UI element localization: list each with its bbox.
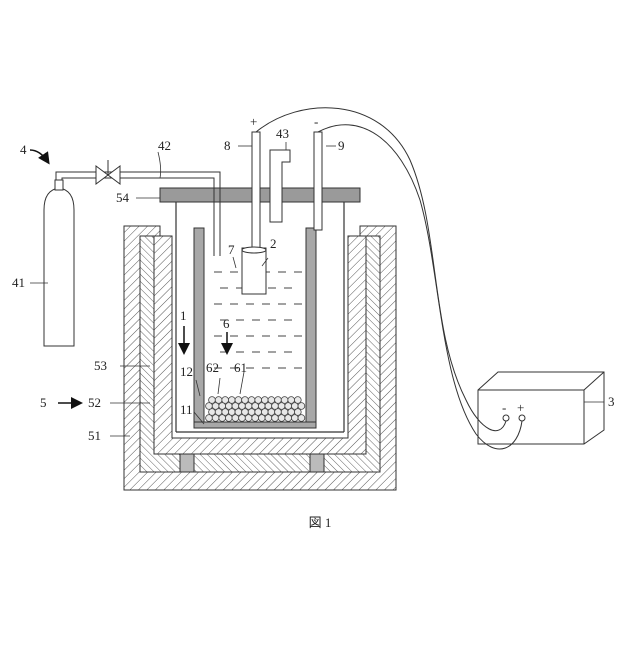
particle bbox=[281, 397, 288, 404]
particle bbox=[294, 397, 301, 404]
particle bbox=[261, 397, 268, 404]
particle bbox=[275, 397, 282, 404]
label-3: 3 bbox=[608, 394, 615, 409]
particle bbox=[248, 397, 255, 404]
particle bbox=[268, 397, 275, 404]
label-8: 8 bbox=[224, 138, 231, 153]
electrode-anode bbox=[242, 132, 266, 294]
label-61: 61 bbox=[234, 360, 247, 375]
label-5: 5 bbox=[40, 395, 47, 410]
gas-cylinder bbox=[44, 180, 74, 346]
particle bbox=[235, 397, 242, 404]
figure-caption: 図 1 bbox=[0, 512, 640, 531]
label-9: 9 bbox=[338, 138, 345, 153]
polarity-supply-neg: - bbox=[502, 400, 506, 415]
particle bbox=[228, 397, 235, 404]
label-12: 12 bbox=[180, 364, 193, 379]
label-11: 11 bbox=[180, 402, 193, 417]
particle bbox=[222, 397, 229, 404]
label-2: 2 bbox=[270, 236, 277, 251]
particle bbox=[255, 397, 262, 404]
label-7: 7 bbox=[228, 242, 235, 257]
label-54: 54 bbox=[116, 190, 130, 205]
label-62: 62 bbox=[206, 360, 219, 375]
label-51: 51 bbox=[88, 428, 101, 443]
particle bbox=[209, 397, 216, 404]
label-4: 4 bbox=[20, 142, 27, 157]
label-43: 43 bbox=[276, 126, 289, 141]
label-52: 52 bbox=[88, 395, 101, 410]
gas-valve-icon[interactable] bbox=[96, 160, 120, 184]
electrode-cathode bbox=[314, 132, 322, 230]
polarity-electrode-9: - bbox=[314, 114, 318, 129]
particle bbox=[288, 397, 295, 404]
particle bbox=[242, 397, 249, 404]
label-41: 41 bbox=[12, 275, 25, 290]
particle bbox=[215, 397, 222, 404]
thermocouple bbox=[270, 150, 290, 222]
support-foot-left bbox=[180, 454, 194, 472]
label-42: 42 bbox=[158, 138, 171, 153]
polarity-supply-pos: + bbox=[517, 400, 524, 415]
label-6: 6 bbox=[223, 316, 230, 331]
label-53: 53 bbox=[94, 358, 107, 373]
particle bbox=[298, 415, 305, 422]
polarity-electrode-8: + bbox=[250, 114, 257, 129]
power-supply bbox=[478, 372, 604, 444]
support-foot-right bbox=[310, 454, 324, 472]
particle-bed bbox=[206, 397, 305, 422]
label-1: 1 bbox=[180, 308, 187, 323]
particle bbox=[298, 403, 305, 410]
